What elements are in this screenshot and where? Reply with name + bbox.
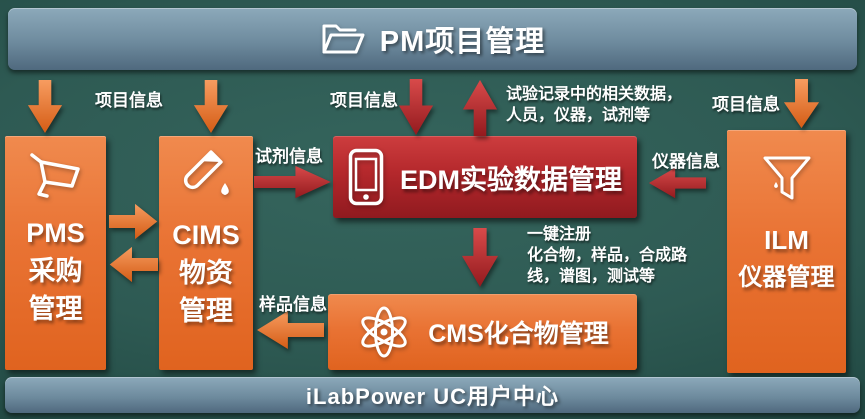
funnel-icon [759,154,815,206]
pms-line-2: 采购 [28,256,83,286]
ilm-line-2: 仪器管理 [738,264,835,291]
pm-bar-title: PM项目管理 [379,26,546,58]
cms-label: CMS化合物管理 [428,320,609,348]
cims-line-2: 物资 [179,258,233,288]
arrow-left-ilm-to-edm [648,167,706,199]
uc-bar-title: iLabPower UC用户中心 [305,384,560,409]
folder-icon [320,20,366,58]
label-reagent-info: 试剂信息 [255,147,323,166]
edm-label: EDM实验数据管理 [400,164,622,195]
label-instrument-info: 仪器信息 [652,152,720,171]
pm-project-management-bar: PM项目管理 [8,8,857,70]
arrow-down-project-to-pms [27,80,63,134]
shopping-cart-icon [24,150,88,206]
label-experiment-record-data: 试验记录中的相关数据， 人员，仪器，试剂等 [506,84,682,126]
arrow-down-project-to-edm [398,79,434,136]
label-one-click-line3: 线，谱图，测试等 [527,268,656,285]
cms-compound-module: CMS化合物管理 [328,294,637,370]
edm-experiment-data-module: EDM实验数据管理 [333,136,637,218]
label-project-info-left: 项目信息 [95,91,163,110]
label-one-click-line2: 化合物，样品，合成路 [527,247,688,264]
arrow-down-project-to-ilm [783,79,820,129]
label-one-click-register: 一键注册 化合物，样品，合成路 线，谱图，测试等 [527,224,687,287]
arrow-down-project-to-cims [193,80,229,134]
pms-line-1: PMS [26,218,85,248]
cims-material-module: CIMS 物资 管理 [159,136,253,370]
pms-procurement-module: PMS 采购 管理 [5,136,106,370]
label-project-info-center: 项目信息 [330,91,398,110]
ilabpower-uc-user-center-bar: iLabPower UC用户中心 [5,377,860,413]
arrow-right-cims-to-edm [254,165,332,199]
test-tube-icon [175,150,237,208]
ilm-instrument-module: ILM 仪器管理 [727,130,846,373]
arrow-up-edm-to-pm [462,79,498,136]
cims-line-1: CIMS [172,220,240,250]
label-experiment-record-line2: 人员，仪器，试剂等 [506,107,651,124]
arrow-left-cms-to-cims [256,310,324,350]
label-sample-info: 样品信息 [259,295,327,314]
label-experiment-record-line1: 试验记录中的相关数据， [506,86,683,103]
arrow-right-pms-to-cims [109,203,158,240]
cims-line-3: 管理 [179,296,233,326]
label-one-click-line1: 一键注册 [527,226,592,243]
arrow-down-edm-to-cms [461,228,499,288]
smartphone-icon [348,148,384,206]
ilm-line-1: ILM [764,225,809,255]
atom-icon [356,304,412,360]
arrow-left-cims-to-pms [109,246,158,283]
label-project-info-right: 项目信息 [712,95,780,114]
pms-line-3: 管理 [28,294,83,324]
